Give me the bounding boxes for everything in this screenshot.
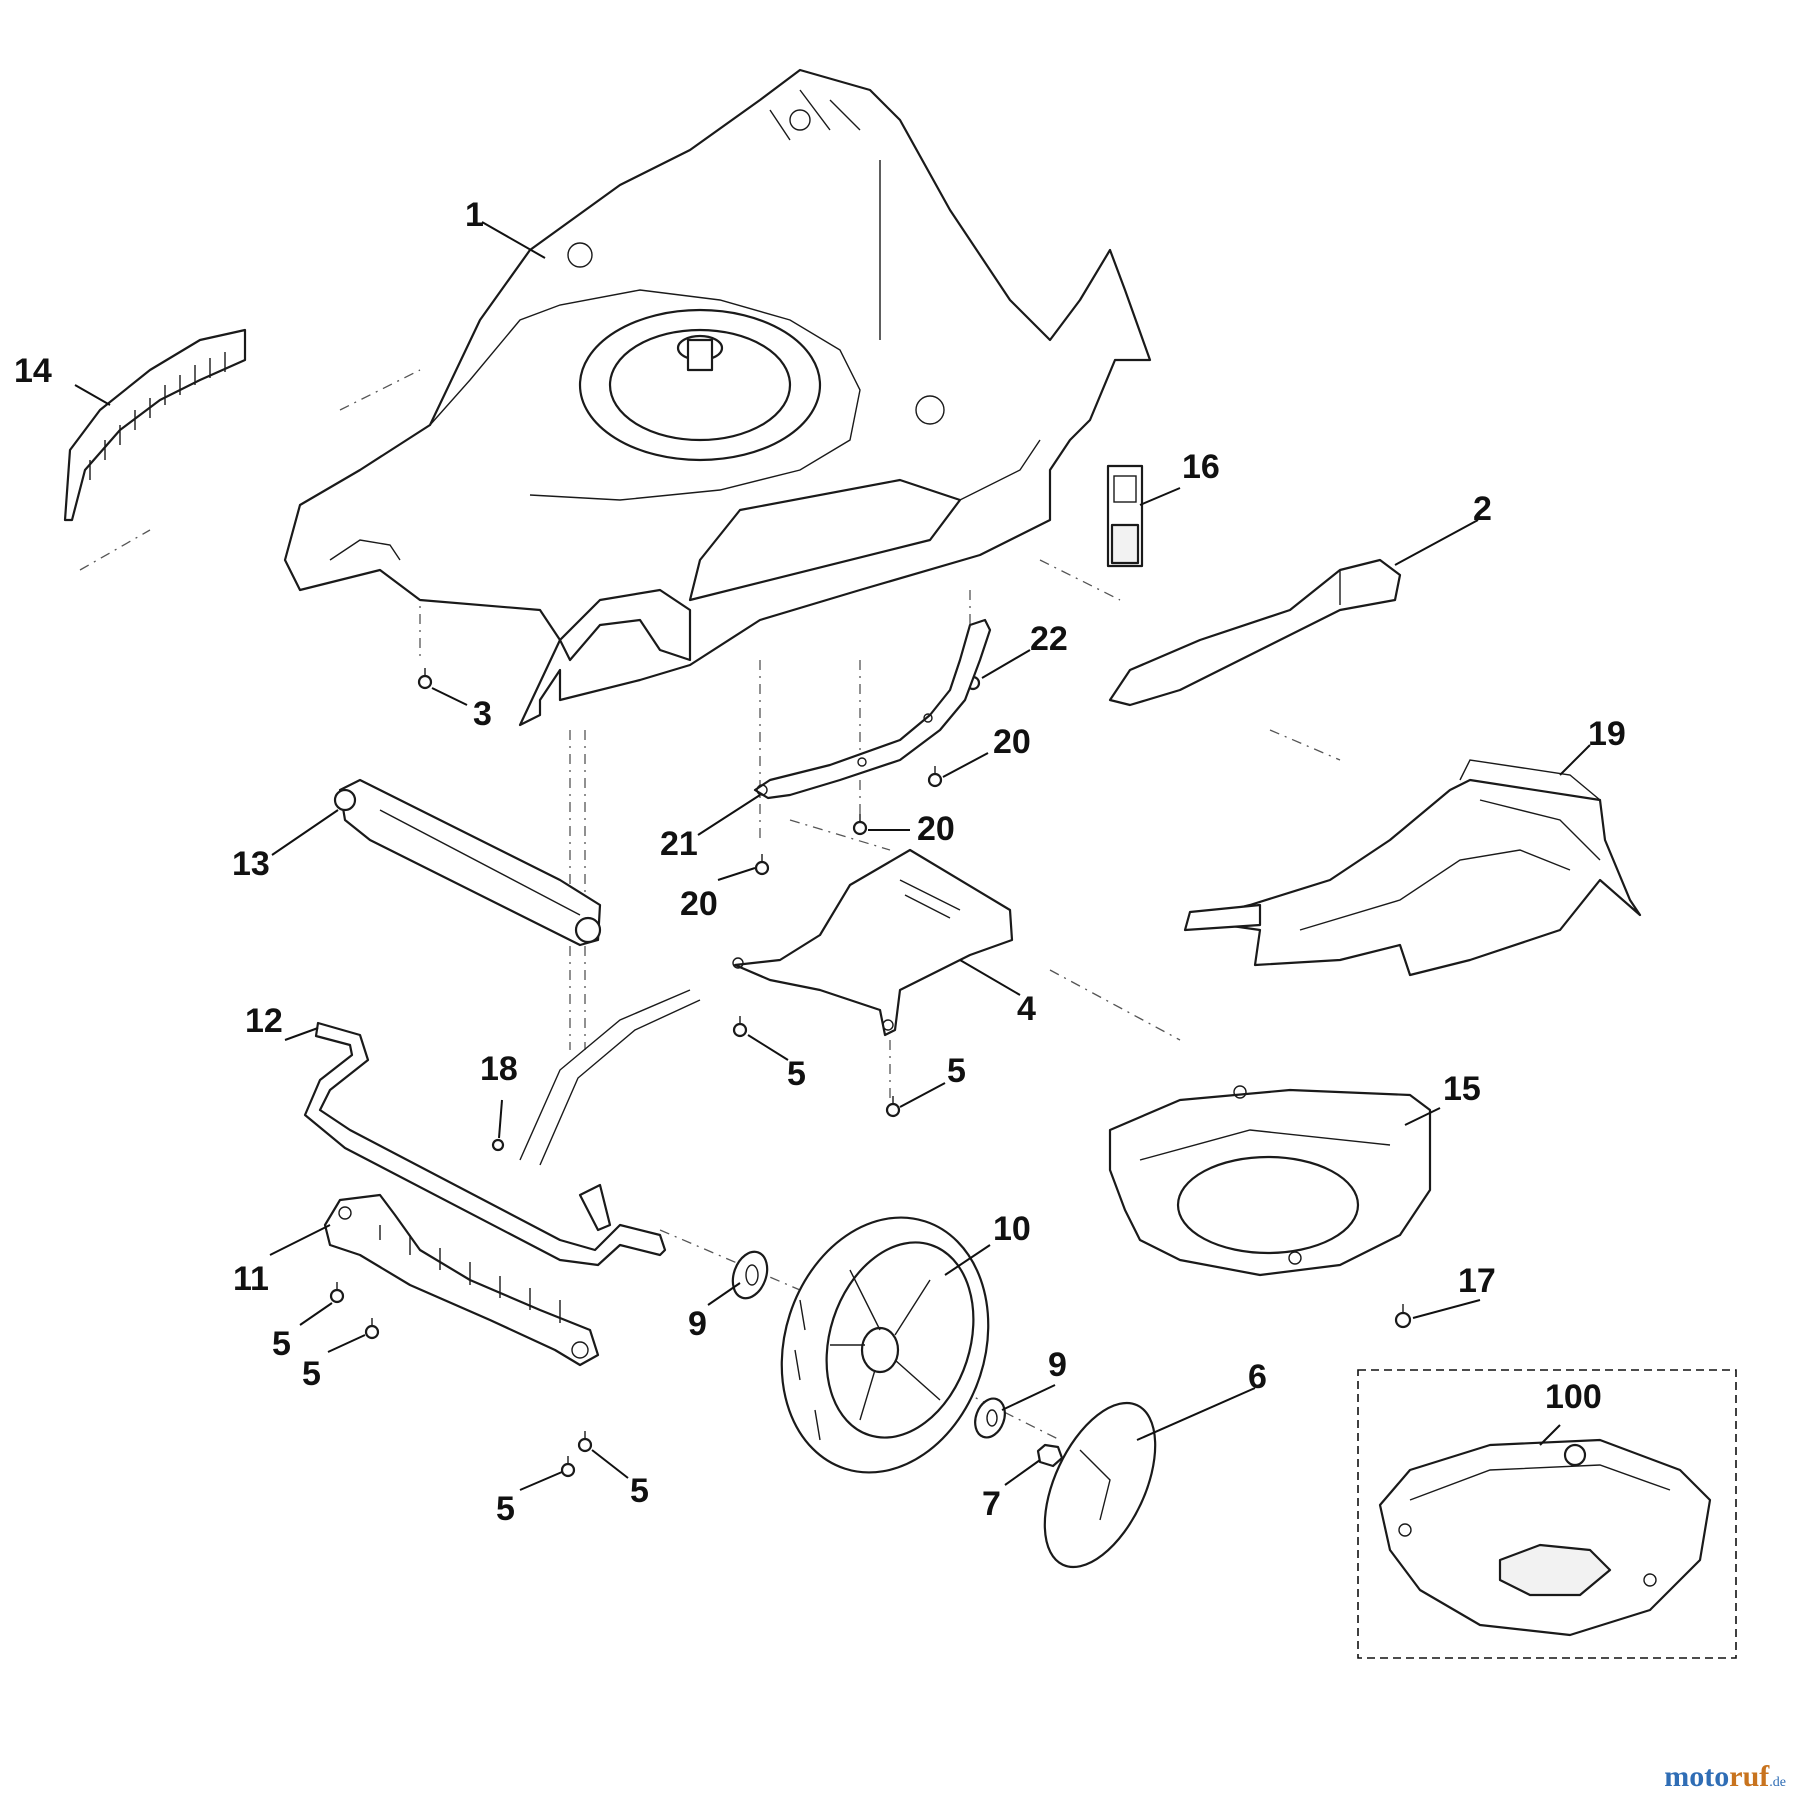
callout-10: 10 — [993, 1210, 1031, 1248]
screw-5b — [885, 1096, 901, 1118]
callout-16: 16 — [1182, 448, 1220, 486]
callout-5b: 5 — [947, 1052, 966, 1090]
callout-9b: 9 — [1048, 1346, 1067, 1384]
callout-5f: 5 — [630, 1472, 649, 1510]
screw-20b — [852, 814, 868, 836]
bearing-9b — [974, 1397, 1006, 1439]
callout-22: 22 — [1030, 620, 1068, 658]
deflector-plate — [732, 848, 1014, 1037]
callout-100: 100 — [1545, 1378, 1602, 1416]
callout-21: 21 — [660, 825, 698, 863]
screw-20a — [927, 766, 943, 788]
leader-lines — [74, 221, 1591, 1491]
screw-3 — [417, 668, 433, 690]
rear-guard — [1108, 558, 1402, 707]
callout-1: 1 — [465, 196, 484, 234]
decal-label — [1106, 464, 1144, 568]
deck-housing — [283, 68, 1152, 727]
callout-19: 19 — [1588, 715, 1626, 753]
callout-3: 3 — [473, 695, 492, 733]
callout-5e: 5 — [496, 1490, 515, 1528]
callout-9a: 9 — [688, 1305, 707, 1343]
callout-5c: 5 — [272, 1325, 291, 1363]
callout-14: 14 — [14, 352, 52, 390]
callout-20b: 20 — [917, 810, 955, 848]
screw-5d — [364, 1318, 380, 1340]
callout-13: 13 — [232, 845, 270, 883]
callout-11: 11 — [233, 1260, 269, 1298]
discharge-chute — [1183, 759, 1642, 977]
watermark-brand-a: moto — [1664, 1760, 1730, 1793]
wheel — [780, 1216, 990, 1474]
bearing-9a — [731, 1250, 769, 1300]
callout-4: 4 — [1017, 990, 1036, 1028]
rear-flap — [63, 328, 247, 522]
callout-17: 17 — [1458, 1262, 1496, 1300]
hub-cap — [1043, 1401, 1157, 1569]
screw-5e — [560, 1456, 576, 1478]
height-adjust-axle — [303, 1021, 667, 1267]
callout-2: 2 — [1473, 490, 1492, 528]
watermark-brand-b: ruf — [1729, 1760, 1770, 1793]
screw-5c — [329, 1282, 345, 1304]
screw-20c — [754, 854, 770, 876]
callout-5a: 5 — [787, 1055, 806, 1093]
blade-shield — [1108, 1085, 1432, 1277]
callout-7: 7 — [982, 1485, 1001, 1523]
kit-100 — [1357, 1369, 1737, 1659]
screw-5a — [732, 1016, 748, 1038]
callout-18: 18 — [480, 1050, 518, 1088]
screw-5f — [577, 1431, 593, 1453]
callout-5d: 5 — [302, 1355, 321, 1393]
spring-clip — [491, 989, 701, 1166]
screw-17 — [1394, 1304, 1412, 1329]
callout-labels: 1 14 16 2 3 22 20 20 20 21 13 19 4 5 5 1… — [14, 196, 1626, 1528]
watermark-suffix: .de — [1769, 1775, 1786, 1790]
callout-15: 15 — [1443, 1070, 1481, 1108]
nut-7 — [1036, 1443, 1064, 1468]
front-guard — [333, 778, 602, 947]
rear-bracket-strip — [753, 618, 992, 800]
callout-20a: 20 — [993, 723, 1031, 761]
callout-12: 12 — [245, 1002, 283, 1040]
callout-6: 6 — [1248, 1358, 1267, 1396]
watermark-logo: motoruf.de — [1664, 1760, 1786, 1794]
callout-20c: 20 — [680, 885, 718, 923]
height-bracket — [323, 1193, 600, 1367]
